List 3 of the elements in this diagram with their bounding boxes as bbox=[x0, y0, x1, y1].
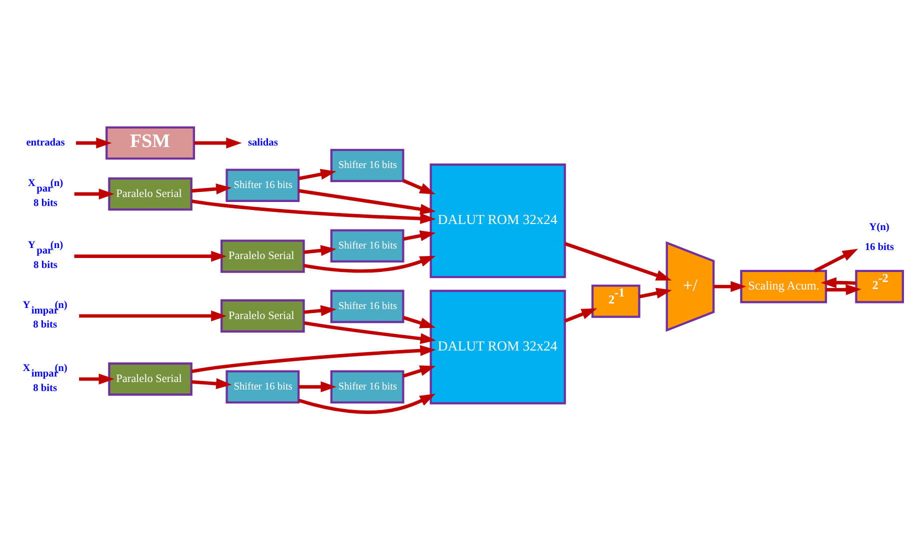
node-text: salidas bbox=[248, 137, 278, 148]
node-text: Y(n) 16 bits bbox=[864, 222, 894, 253]
node-text: entradas bbox=[26, 137, 65, 148]
